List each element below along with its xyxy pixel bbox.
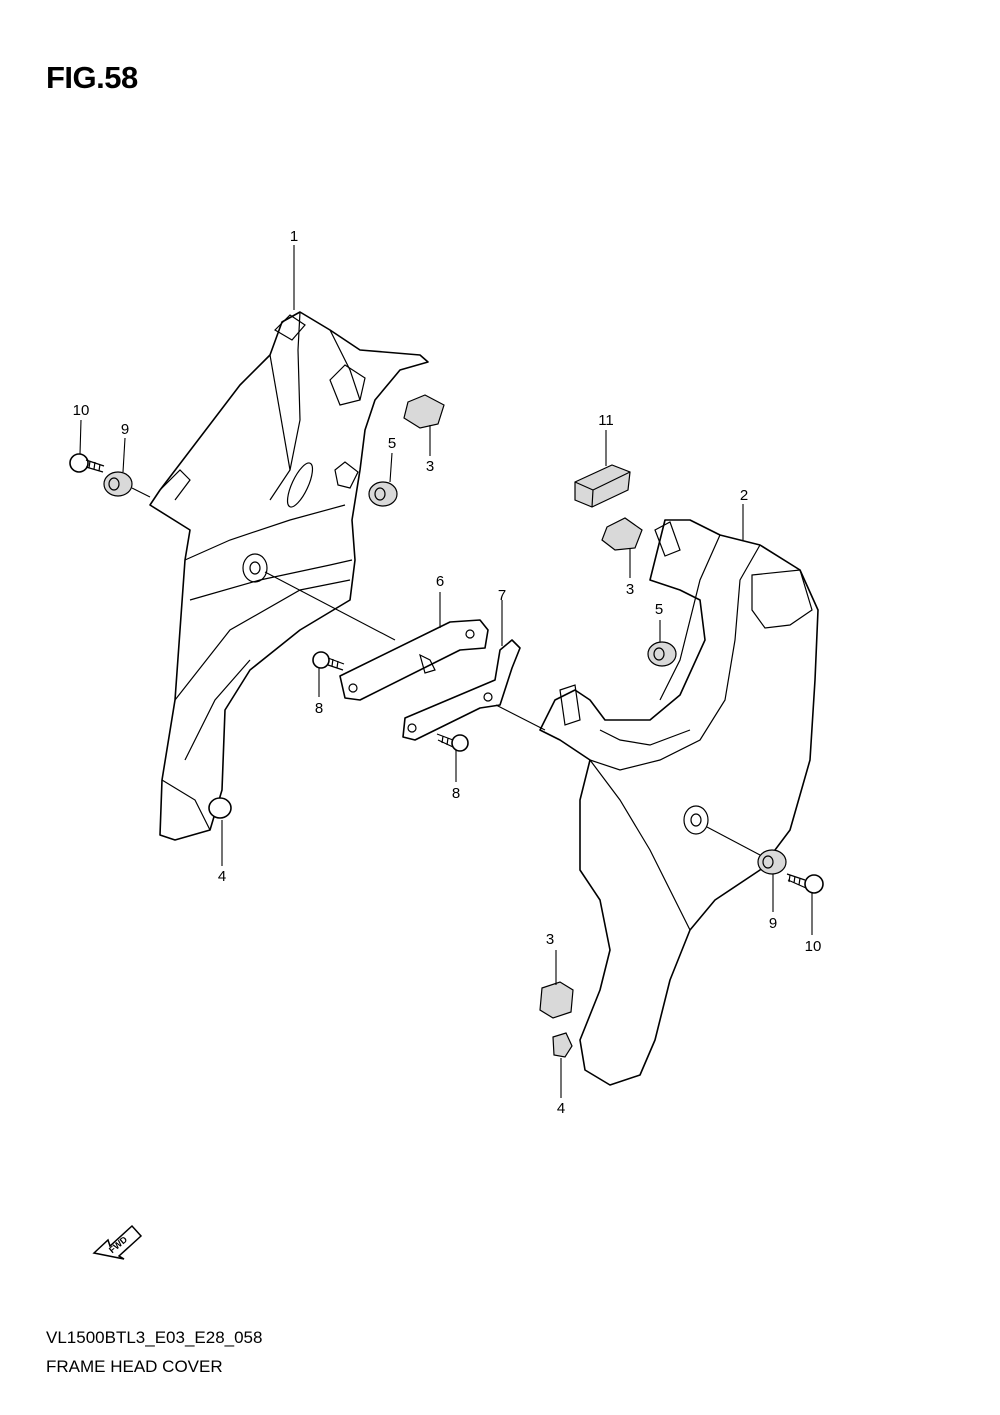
callout-8-b: 8 <box>452 785 460 802</box>
part-7-bracket <box>402 639 521 741</box>
part-3-clip-b <box>601 517 643 551</box>
callout-5-b: 5 <box>655 601 663 618</box>
part-5-grommet-b <box>647 641 677 667</box>
callout-1: 1 <box>290 228 298 245</box>
part-4-plug-b <box>552 1032 573 1058</box>
callout-6: 6 <box>436 573 444 590</box>
callout-10-a: 10 <box>73 402 90 419</box>
part-3-clip-a <box>403 394 445 429</box>
callout-2: 2 <box>740 487 748 504</box>
callout-8-a: 8 <box>315 700 323 717</box>
callout-3-a: 3 <box>426 458 434 475</box>
callout-9-a: 9 <box>121 421 129 438</box>
part-9-washer-a <box>103 471 133 497</box>
part-8-bolt-b <box>436 733 469 752</box>
figure-title: FIG.58 <box>46 60 138 95</box>
callout-11: 11 <box>598 412 614 429</box>
callout-5-a: 5 <box>388 435 396 452</box>
callout-4-b: 4 <box>557 1100 565 1117</box>
figure-code: VL1500BTL3_E03_E28_058 <box>46 1328 263 1347</box>
part-10-bolt-a <box>69 453 105 473</box>
callout-3-b: 3 <box>626 581 634 598</box>
part-4-plug-a <box>208 797 232 819</box>
part-11-damper <box>574 464 631 508</box>
leader-lines <box>79 245 813 1098</box>
figure-name: FRAME HEAD COVER <box>46 1357 223 1376</box>
callout-7: 7 <box>498 587 506 604</box>
part-5-grommet-a <box>368 481 398 507</box>
part-10-bolt-b <box>786 873 824 894</box>
fwd-arrow-icon: FWD <box>92 1224 143 1260</box>
callout-3-c: 3 <box>546 931 554 948</box>
callout-9-b: 9 <box>769 915 777 932</box>
part-6-bracket <box>339 619 489 701</box>
part-3-clip-c <box>539 981 574 1019</box>
part-9-washer-b <box>757 849 787 875</box>
part-8-bolt-a <box>312 651 345 671</box>
part-1-left-cover <box>149 311 429 841</box>
part-2-right-cover <box>539 519 819 1086</box>
callout-10-b: 10 <box>805 938 822 955</box>
callout-4-a: 4 <box>218 868 226 885</box>
